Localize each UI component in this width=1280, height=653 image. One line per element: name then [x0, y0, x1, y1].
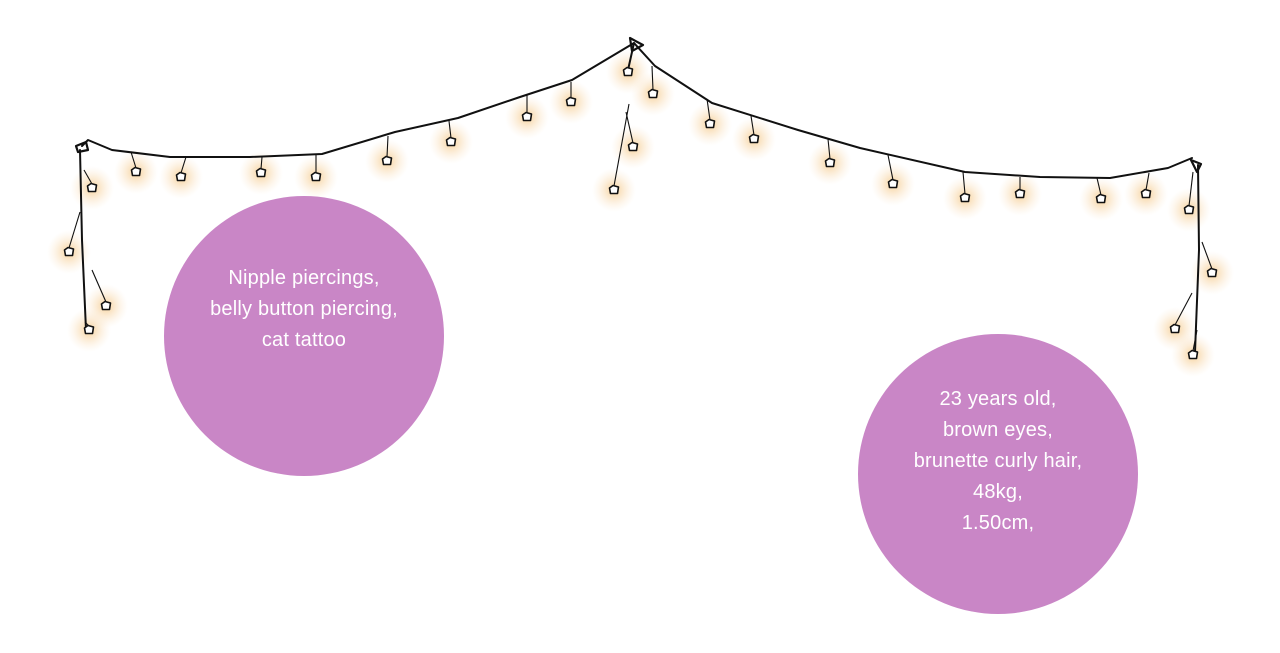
bulb-cord	[706, 98, 711, 121]
bulb-cord	[1174, 292, 1193, 326]
bulb-cord	[130, 151, 137, 169]
bulb-cord	[750, 115, 755, 136]
lights-bulbs	[63, 65, 1218, 360]
bulb	[959, 192, 971, 203]
bulb-cord	[448, 120, 452, 139]
bulb	[748, 133, 760, 144]
bulb	[445, 136, 457, 147]
bulb	[521, 111, 533, 122]
bulb-cord	[1201, 241, 1213, 270]
bulb	[130, 166, 142, 177]
bulb	[1206, 267, 1218, 278]
circle-text-line: 23 years old,	[939, 387, 1057, 410]
bulb	[63, 246, 75, 257]
bulb-cord	[962, 171, 966, 195]
bulb	[255, 167, 267, 178]
circle-text-line: belly button piercing,	[210, 297, 398, 320]
bulb-cord	[91, 269, 107, 303]
bulb	[704, 118, 716, 129]
circle-text-line: cat tattoo	[261, 328, 347, 351]
bulb	[310, 171, 322, 182]
circle-text-line: brunette curly hair,	[913, 449, 1083, 472]
bulb	[1183, 204, 1195, 215]
bulb	[1169, 323, 1181, 334]
bulb	[86, 182, 98, 193]
circle-text-line: 1.50cm,	[961, 511, 1035, 534]
bulb	[622, 66, 634, 77]
lights-wire	[74, 36, 1203, 353]
circle-text-line: 48kg,	[973, 480, 1023, 503]
bulb-cord	[83, 169, 93, 185]
circle-text: 23 years old, brown eyes, brunette curly h…	[914, 384, 1083, 539]
bulb	[100, 300, 112, 311]
bulb-cord	[827, 138, 831, 160]
bulb-cord	[180, 156, 187, 174]
circle-text: Nipple piercings, belly button piercing, c…	[210, 263, 398, 356]
bulb	[1095, 193, 1107, 204]
bulb-cord	[887, 154, 894, 181]
bulb	[824, 157, 836, 168]
bulb	[608, 184, 620, 195]
bulb-cord	[260, 156, 263, 170]
bulb-cord	[613, 103, 630, 187]
info-circle-left: Nipple piercings, belly button piercing, c…	[164, 196, 444, 476]
bulb-cord	[1096, 177, 1102, 196]
circle-text-line: brown eyes,	[942, 418, 1054, 441]
bulb	[647, 88, 659, 99]
bulb-cord	[625, 111, 634, 144]
bulb	[1014, 188, 1026, 199]
bulb-cord	[1188, 171, 1194, 207]
info-circle-right: 23 years old, brown eyes, brunette curly h…	[858, 334, 1138, 614]
bulb	[565, 96, 577, 107]
bulb-cord	[68, 211, 81, 249]
bulb-cord	[386, 135, 389, 158]
bulb-cord	[651, 65, 654, 91]
bulb	[175, 171, 187, 182]
bulb	[1187, 349, 1199, 360]
bulb-cord	[1192, 329, 1198, 352]
bulb	[83, 324, 95, 335]
bulb	[1140, 188, 1152, 199]
bulb	[627, 141, 639, 152]
bulb-cord	[1145, 172, 1150, 191]
bulb	[381, 155, 393, 166]
circle-text-line: Nipple piercings,	[228, 266, 380, 289]
bulb	[887, 178, 899, 189]
